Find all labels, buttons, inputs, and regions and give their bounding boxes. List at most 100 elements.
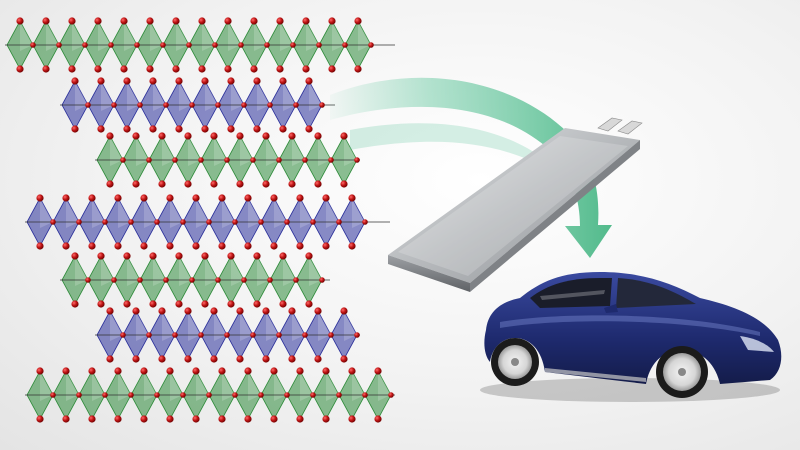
oxygen-atom (189, 102, 195, 108)
oxygen-atom (140, 415, 148, 423)
oxygen-atom (160, 42, 166, 48)
oxygen-atom (184, 132, 192, 140)
oxygen-atom (253, 125, 261, 133)
oxygen-atom (62, 194, 70, 202)
car-headlight (740, 336, 774, 352)
curved-arrow (330, 77, 612, 259)
oxygen-atom (166, 242, 174, 250)
oxygen-atom (319, 102, 325, 108)
car-rear-window (530, 278, 612, 308)
oxygen-atom (102, 392, 108, 398)
oxygen-atom (253, 252, 261, 260)
oxygen-atom (296, 415, 304, 423)
oxygen-atom (290, 42, 296, 48)
oxygen-atom (279, 300, 287, 308)
oxygen-atom (354, 65, 362, 73)
oxygen-atom (305, 300, 313, 308)
oxygen-atom (42, 17, 50, 25)
oxygen-atom (132, 132, 140, 140)
oxygen-atom (336, 392, 342, 398)
oxygen-atom (232, 392, 238, 398)
oxygen-atom (189, 277, 195, 283)
lattice-layer-blue (25, 194, 390, 250)
oxygen-atom (134, 42, 140, 48)
oxygen-atom (163, 102, 169, 108)
oxygen-atom (388, 392, 394, 398)
oxygen-atom (120, 157, 126, 163)
oxygen-atom (132, 307, 140, 315)
oxygen-atom (296, 242, 304, 250)
oxygen-atom (94, 17, 102, 25)
oxygen-atom (276, 332, 282, 338)
oxygen-atom (140, 367, 148, 375)
oxygen-atom (218, 194, 226, 202)
oxygen-atom (210, 355, 218, 363)
oxygen-atom (276, 157, 282, 163)
oxygen-atom (184, 180, 192, 188)
oxygen-atom (184, 307, 192, 315)
oxygen-atom (215, 277, 221, 283)
oxygen-atom (132, 180, 140, 188)
oxygen-atom (71, 252, 79, 260)
oxygen-atom (175, 300, 183, 308)
oxygen-atom (250, 65, 258, 73)
oxygen-atom (302, 65, 310, 73)
oxygen-atom (368, 42, 374, 48)
oxygen-atom (262, 355, 270, 363)
oxygen-atom (146, 157, 152, 163)
oxygen-atom (264, 42, 270, 48)
oxygen-atom (212, 42, 218, 48)
oxygen-atom (114, 194, 122, 202)
oxygen-atom (354, 332, 360, 338)
oxygen-atom (267, 277, 273, 283)
oxygen-atom (82, 42, 88, 48)
oxygen-atom (158, 132, 166, 140)
oxygen-atom (262, 180, 270, 188)
oxygen-atom (227, 252, 235, 260)
oxygen-atom (288, 180, 296, 188)
layered-crystal-lattice (5, 17, 395, 423)
oxygen-atom (227, 125, 235, 133)
oxygen-atom (279, 252, 287, 260)
oxygen-atom (42, 65, 50, 73)
oxygen-atom (71, 300, 79, 308)
oxygen-atom (106, 132, 114, 140)
oxygen-atom (328, 17, 336, 25)
oxygen-atom (270, 367, 278, 375)
oxygen-atom (236, 132, 244, 140)
oxygen-atom (111, 102, 117, 108)
oxygen-atom (340, 132, 348, 140)
oxygen-atom (172, 65, 180, 73)
oxygen-atom (328, 332, 334, 338)
lattice-layer-blue (60, 77, 335, 133)
oxygen-atom (120, 65, 128, 73)
oxygen-atom (224, 17, 232, 25)
oxygen-atom (224, 332, 230, 338)
oxygen-atom (149, 125, 157, 133)
oxygen-atom (258, 392, 264, 398)
oxygen-atom (36, 415, 44, 423)
lattice-layer-green (95, 132, 360, 188)
oxygen-atom (88, 242, 96, 250)
oxygen-atom (250, 332, 256, 338)
oxygen-atom (322, 367, 330, 375)
oxygen-atom (192, 415, 200, 423)
oxygen-atom (362, 392, 368, 398)
oxygen-atom (172, 157, 178, 163)
oxygen-atom (120, 17, 128, 25)
oxygen-atom (97, 300, 105, 308)
oxygen-atom (97, 77, 105, 85)
oxygen-atom (340, 355, 348, 363)
oxygen-atom (76, 392, 82, 398)
oxygen-atom (241, 277, 247, 283)
oxygen-atom (180, 219, 186, 225)
oxygen-atom (270, 194, 278, 202)
oxygen-atom (128, 392, 134, 398)
oxygen-atom (348, 415, 356, 423)
car-front-wheel (656, 346, 708, 398)
oxygen-atom (293, 102, 299, 108)
oxygen-atom (36, 242, 44, 250)
oxygen-atom (305, 252, 313, 260)
oxygen-atom (50, 219, 56, 225)
oxygen-atom (342, 42, 348, 48)
